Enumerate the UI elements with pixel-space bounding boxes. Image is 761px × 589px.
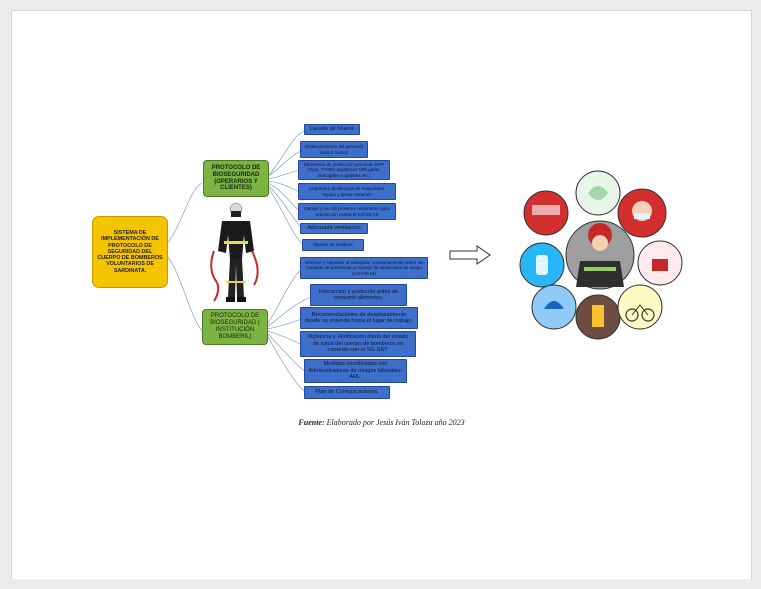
item-interaccion-alimentos: Interaccion y protocolo antes de consumi… [310,284,407,306]
item-ventilacion: Adecuada ventilacion [300,223,368,234]
item-distanciamiento: Distanciamiento del personal cada 2 metr… [300,141,368,158]
item-limpieza: Limpieza y desifeccion de maquinaria, eq… [298,183,396,200]
item-protector-respiratorio: Manejo y uso de protector respiratorio p… [298,203,396,220]
item-vigilancia: Vigilancia y Verificación diaria del est… [300,331,416,357]
item-lavado-manos: Lavado de Manos [304,124,360,135]
item-epp: Elementos de protección personal- EPP (T… [298,160,390,180]
arrow-right-icon [449,245,491,265]
root-node: SISTEMA DE IMPLEMENTACIÓN DE PROTOCOLO D… [92,216,168,288]
figure-caption: Fuente: Elaborado por Jesús Iván Toloza … [12,418,751,427]
protocol-diagram: SISTEMA DE IMPLEMENTACIÓN DE PROTOCOLO D… [82,111,702,411]
item-residuos: Manejo de residuos [302,239,364,251]
item-informar-capacitar: Informar y capacitar al trabajador const… [300,257,428,279]
branch-node-institucion: PROTOCOLO DE BIOSEGURIDAD ( INSTITUCIÓN … [202,309,268,345]
caption-source-label: Fuente: [298,418,325,427]
biosecurity-collage [519,170,683,340]
item-medidas-arl: Medidas coordinadas con Administradores … [304,359,407,383]
firefighter-illustration [210,202,259,302]
document-page: SISTEMA DE IMPLEMENTACIÓN DE PROTOCOLO D… [11,10,752,579]
item-desplazamiento: Recomendaciones de desplazamiento desde … [300,307,418,329]
item-plan-comunicaciones: Plan de Comunicaciones. [304,386,390,399]
branch-node-operarios: PROTOCOLO DE BIOSEGURIDAD (OPERARIOS Y C… [203,160,269,197]
caption-text: Elaborado por Jesús Iván Toloza año 2023 [324,418,465,427]
